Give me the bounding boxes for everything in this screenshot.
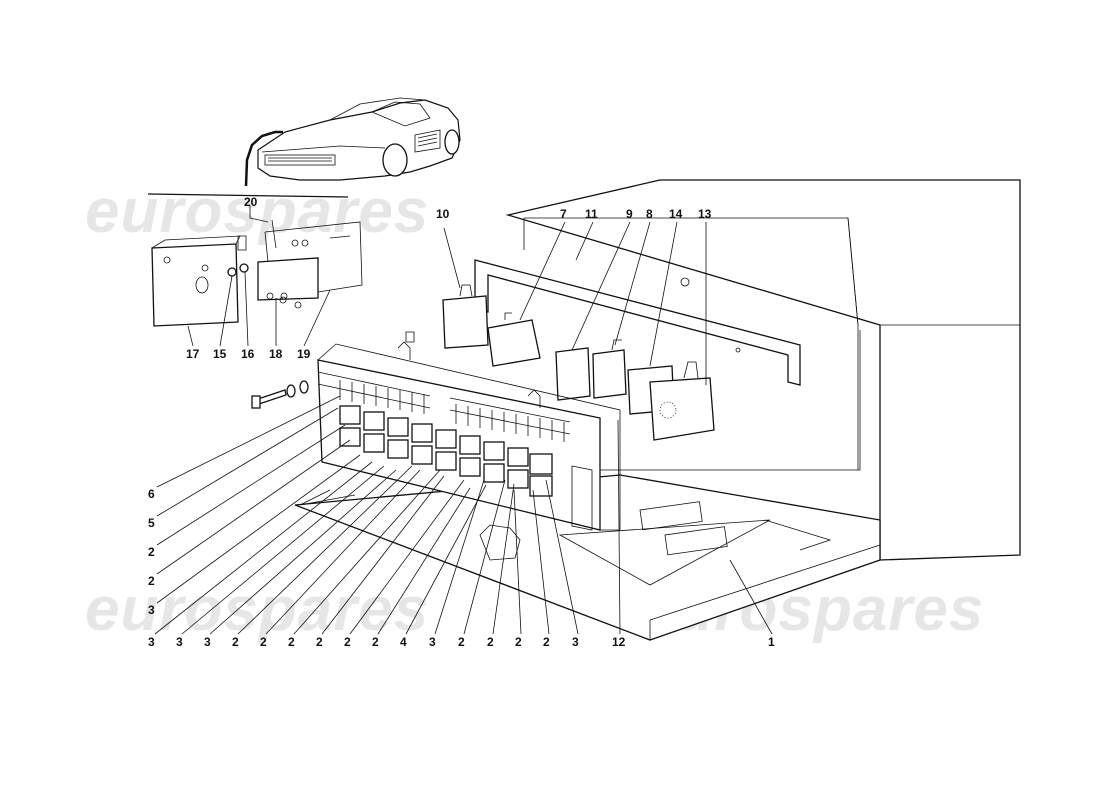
- callout-label: 18: [269, 347, 283, 361]
- washer-16: [239, 263, 249, 273]
- callout-label: 17: [186, 347, 200, 361]
- callout-label: 2: [372, 635, 379, 649]
- bolt-and-washers: [251, 380, 309, 409]
- callout-labels: 20 10 7 11 9 8 14 13 17 15 16 18 19 6 5 …: [148, 195, 775, 649]
- callout-label: 3: [429, 635, 436, 649]
- separator-line: [147, 193, 349, 198]
- callout-label: 9: [626, 207, 633, 221]
- callout-label: 2: [344, 635, 351, 649]
- callout-label: 8: [646, 207, 653, 221]
- top-relay-row: [442, 284, 715, 441]
- relay-9: [555, 347, 591, 401]
- callout-label: 13: [698, 207, 712, 221]
- callout-label: 2: [316, 635, 323, 649]
- callout-label: 15: [213, 347, 227, 361]
- relay-10: [442, 295, 489, 349]
- callout-label: 5: [148, 516, 155, 530]
- callout-label: 20: [244, 195, 258, 209]
- callout-label: 19: [297, 347, 311, 361]
- callout-label: 1: [768, 635, 775, 649]
- relay-8: [592, 349, 627, 399]
- callout-label: 2: [288, 635, 295, 649]
- control-unit-17: [151, 243, 239, 327]
- callout-label: 2: [487, 635, 494, 649]
- callout-label: 3: [572, 635, 579, 649]
- callout-label: 11: [585, 207, 598, 221]
- leader-lines: [154, 206, 773, 635]
- callout-label: 3: [148, 603, 155, 617]
- callout-label: 2: [148, 574, 155, 588]
- fuse-relay-board: [317, 331, 621, 561]
- callout-label: 2: [232, 635, 239, 649]
- callout-label: 16: [241, 347, 255, 361]
- callout-label: 12: [612, 635, 626, 649]
- callout-label: 10: [436, 207, 450, 221]
- relay-7: [487, 319, 541, 367]
- callout-label: 2: [458, 635, 465, 649]
- relay-18: [257, 257, 319, 301]
- bolt-15: [227, 267, 237, 277]
- callout-label: 3: [148, 635, 155, 649]
- callout-label: 7: [560, 207, 567, 221]
- callout-label: 3: [204, 635, 211, 649]
- callout-label: 2: [148, 545, 155, 559]
- car-illustration: [244, 97, 461, 187]
- callout-label: 14: [669, 207, 683, 221]
- callout-label: 2: [543, 635, 550, 649]
- watermark-text: eurospares: [85, 575, 429, 644]
- callout-label: 3: [176, 635, 183, 649]
- buzzer-13: [649, 377, 715, 441]
- callout-label: 4: [400, 635, 407, 649]
- callout-label: 6: [148, 487, 155, 501]
- callout-label: 2: [515, 635, 522, 649]
- watermark-text: eurospares: [85, 177, 429, 246]
- control-unit-bracket-assembly: [151, 219, 363, 327]
- callout-label: 2: [260, 635, 267, 649]
